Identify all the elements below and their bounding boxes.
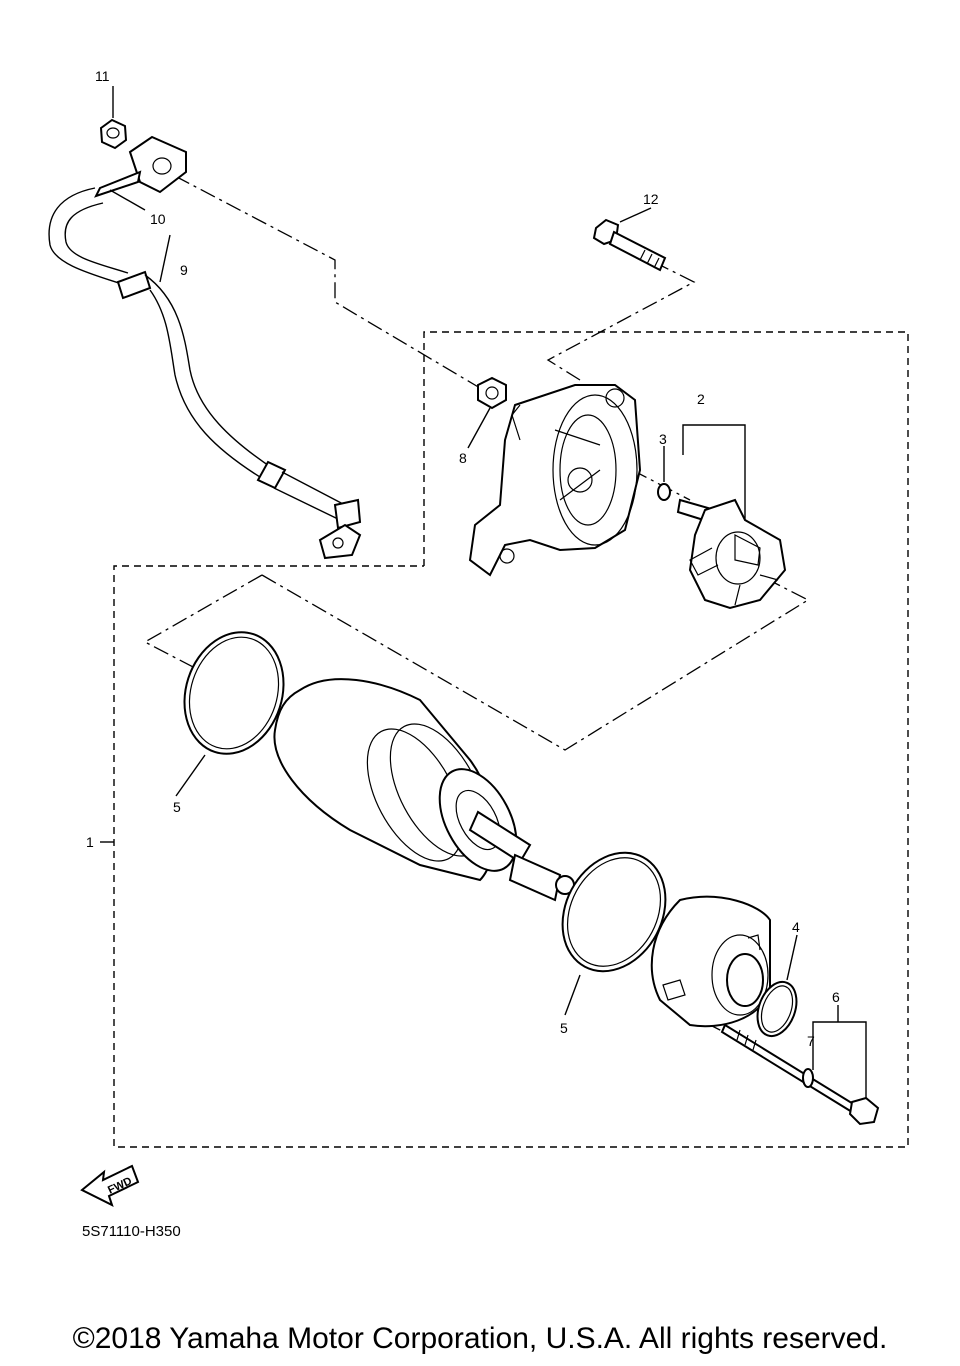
callout-10: 10 — [150, 211, 166, 227]
part-9-starter-cable — [48, 135, 362, 560]
callout-12: 12 — [643, 191, 659, 207]
part-5-o-ring-upper — [183, 631, 285, 755]
motor-yoke — [273, 678, 575, 902]
part-6-bolt — [720, 1023, 880, 1126]
callout-8: 8 — [459, 450, 467, 466]
diagram-code: 5S71110-H350 — [82, 1223, 181, 1240]
front-cover — [650, 895, 771, 1028]
callout-7: 7 — [807, 1033, 815, 1049]
rear-cover — [468, 384, 642, 577]
part-8-nut — [477, 376, 507, 410]
fwd-arrow: FWD — [80, 1164, 140, 1207]
callout-9: 9 — [180, 262, 188, 278]
part-7-washer — [802, 1068, 814, 1088]
copyright-notice: ©2018 Yamaha Motor Corporation, U.S.A. A… — [72, 1322, 888, 1355]
part-3-o-ring — [657, 483, 671, 501]
callout-labels: 11 10 9 12 8 2 3 1 5 5 4 6 7 — [86, 68, 840, 1049]
callout-2: 2 — [697, 391, 705, 407]
part-4-o-ring — [756, 980, 798, 1038]
part-12-bolt — [592, 218, 667, 272]
leader-lines — [100, 86, 867, 1098]
callout-4: 4 — [792, 919, 800, 935]
callout-5-upper: 5 — [173, 799, 181, 815]
callout-3: 3 — [659, 431, 667, 447]
callout-1: 1 — [86, 834, 94, 850]
callout-11: 11 — [95, 68, 110, 84]
callout-6: 6 — [832, 989, 840, 1005]
callout-5-lower: 5 — [560, 1020, 568, 1036]
part-2-brush-holder — [676, 498, 787, 610]
part-11-nut — [99, 118, 128, 150]
assembly-boundary-upper — [113, 331, 909, 1148]
